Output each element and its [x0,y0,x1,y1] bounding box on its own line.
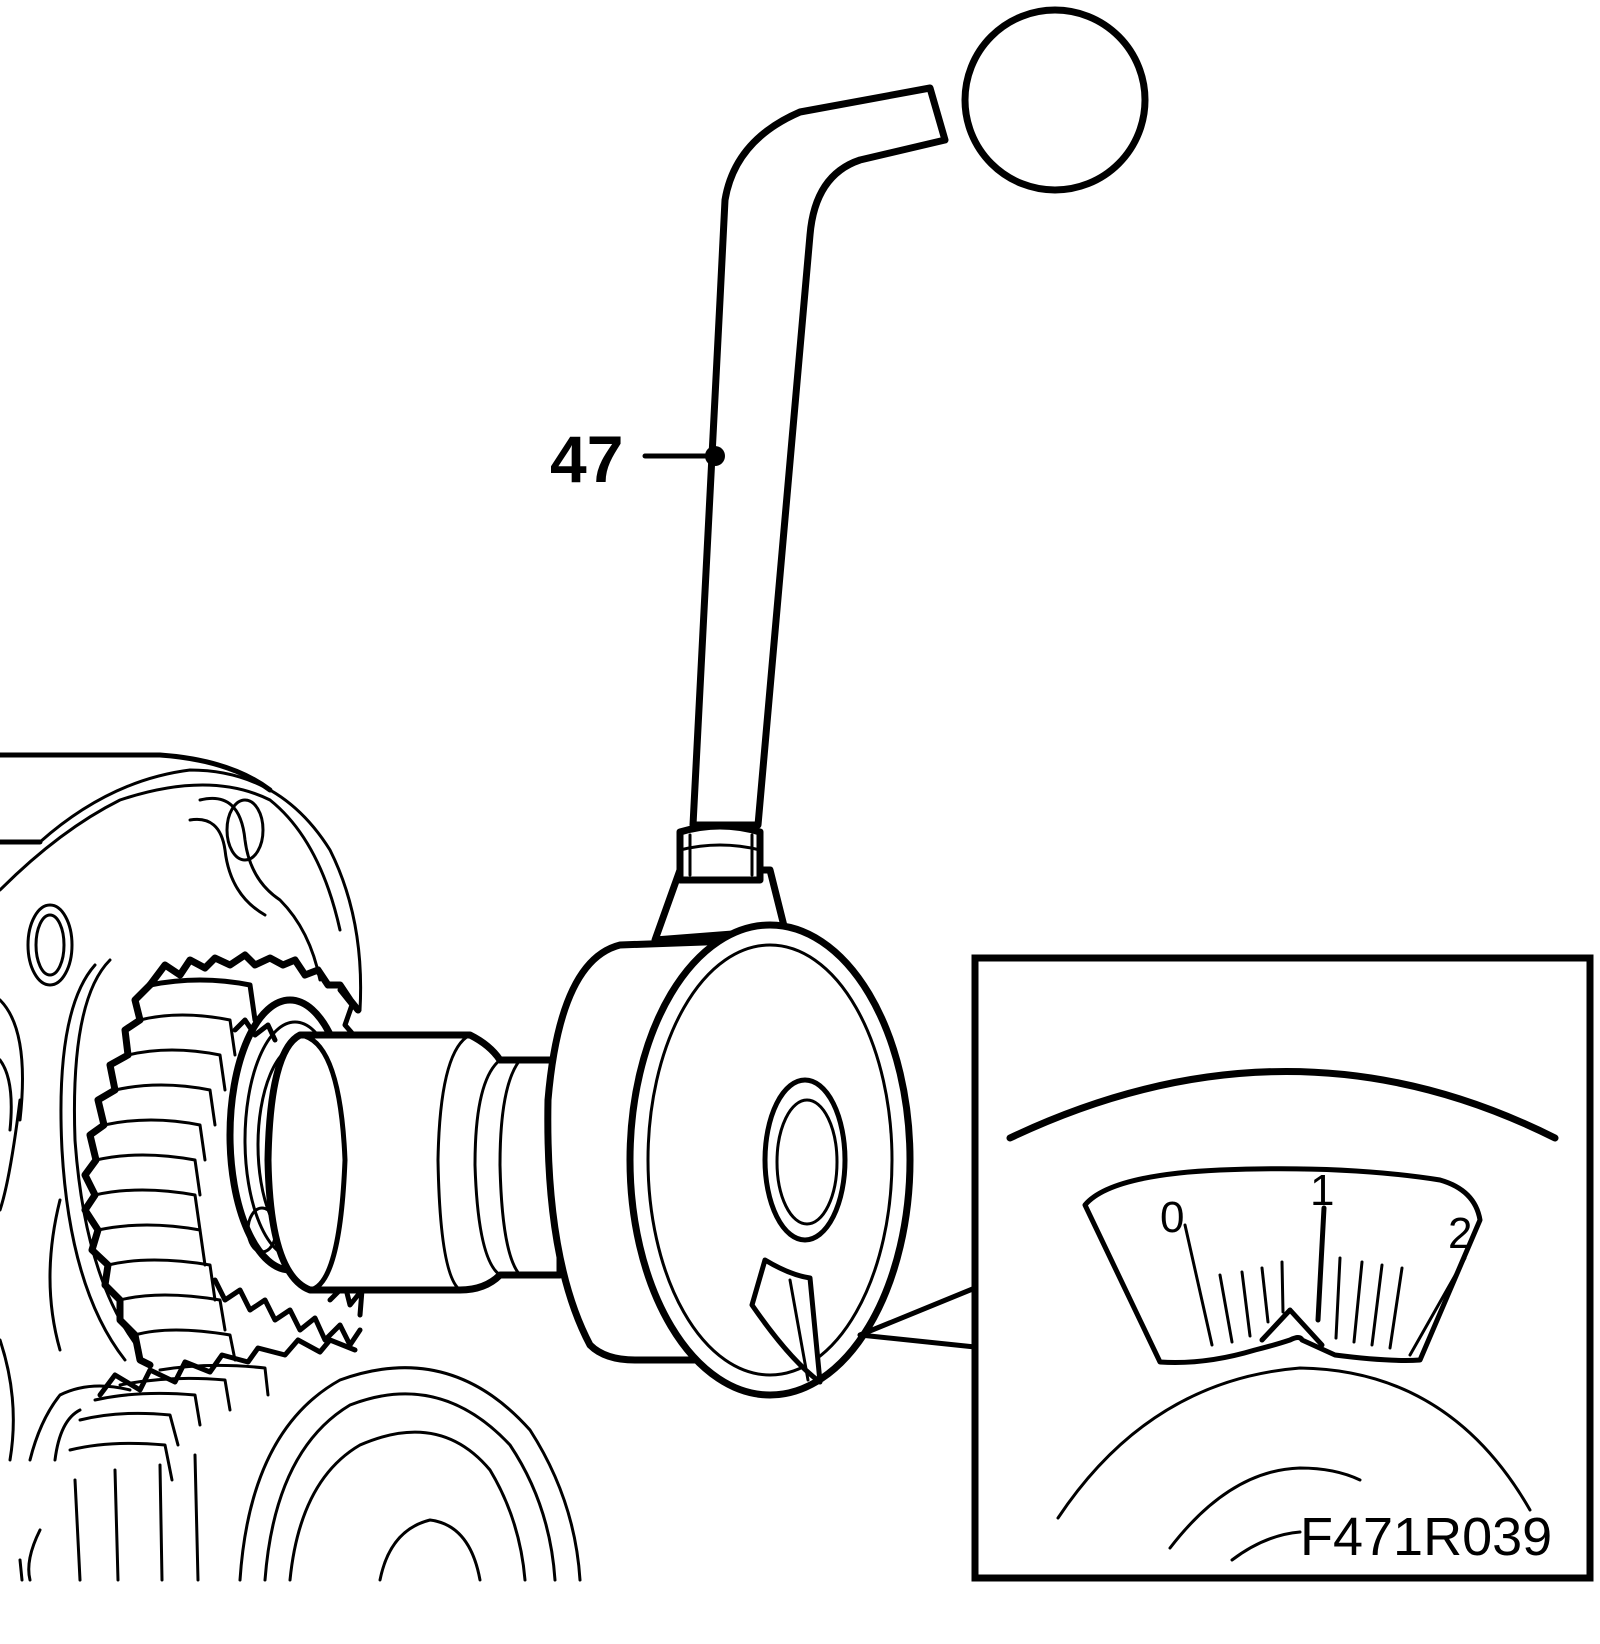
inset-detail-view: 0 1 2 F471R039 [971,954,1594,1582]
inset-outer-arc [1006,1068,1559,1142]
scale-pointer [1259,1307,1325,1348]
torque-gauge-body [544,822,914,1399]
tool-handle [689,6,1149,829]
scale-ticks [1183,1205,1467,1357]
callout-47: 47 [550,422,725,496]
scale-label-0: 0 [1160,1193,1184,1242]
inset-inner-arc [1056,1366,1532,1520]
callout-dot [705,446,725,466]
gear-shaft [264,1031,564,1294]
figure-code: F471R039 [1300,1507,1552,1567]
zoom-pointer [857,1285,978,1350]
handle-knob [961,6,1149,194]
scale-label-1: 1 [1310,1166,1334,1215]
scale-label-2: 2 [1448,1209,1472,1258]
lower-gear-wheel [18,1337,582,1582]
scale-window [1082,1166,1483,1365]
gearbox-housing [0,752,363,1462]
callout-number: 47 [550,422,623,496]
